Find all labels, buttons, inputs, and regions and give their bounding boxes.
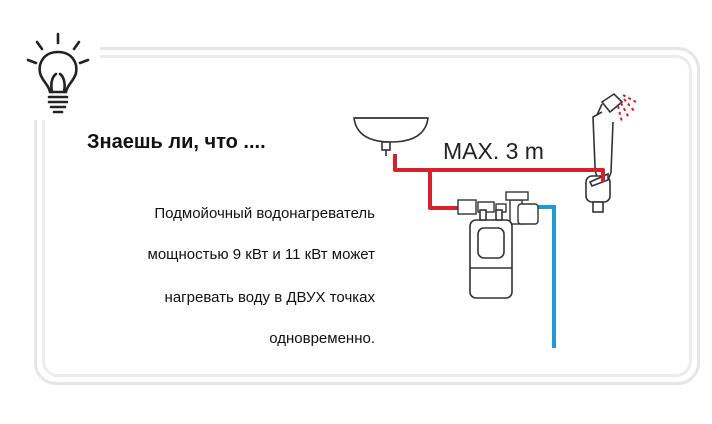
- max-distance-label: MAX. 3 m: [443, 138, 544, 164]
- body-text-line: нагревать воду в ДВУХ точках: [164, 289, 375, 306]
- installation-diagram: [353, 92, 637, 348]
- lightbulb-badge: [20, 30, 100, 120]
- body-text-line: Подмойочный водонагреватель: [154, 205, 375, 222]
- shower-spray: [617, 94, 637, 123]
- body-text-line: мощностью 9 кВт и 11 кВт может: [147, 246, 375, 263]
- cold-water-pipe: [538, 205, 556, 348]
- pipe-fittings: [457, 191, 539, 225]
- lightbulb-icon: [26, 32, 90, 114]
- headline-title: Знаешь ли, что ....: [87, 131, 266, 153]
- water-heater-icon: [469, 209, 513, 299]
- info-card-frame: [34, 47, 700, 385]
- sink-icon: [353, 117, 429, 156]
- body-text-line: одновременно.: [269, 330, 375, 347]
- hot-water-pipe: [393, 154, 605, 210]
- info-card-inner-frame: [42, 55, 692, 377]
- faucet-icon: [585, 172, 611, 213]
